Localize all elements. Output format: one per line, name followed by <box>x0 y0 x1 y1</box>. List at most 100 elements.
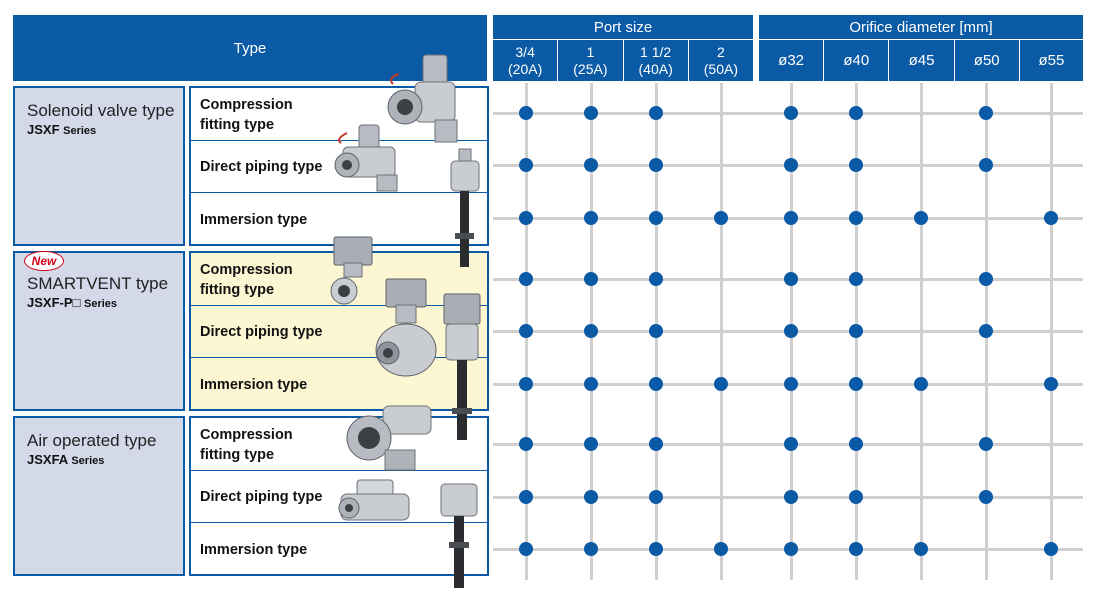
availability-dot <box>649 437 663 451</box>
port-size-columns: 3/4(20A) 1(25A) 1 1/2(40A) 2(50A) <box>493 40 753 81</box>
air-operated-compression-valve-image <box>346 405 432 471</box>
series-name: SMARTVENT type <box>27 274 169 293</box>
availability-dot <box>519 542 533 556</box>
availability-dot <box>649 377 663 391</box>
series-code: JSXF Series <box>27 122 97 137</box>
availability-dot <box>849 377 863 391</box>
orifice-col: ø50 <box>953 40 1019 81</box>
row-label: Immersion type <box>200 542 308 558</box>
availability-dot <box>649 272 663 286</box>
availability-dot <box>1044 377 1058 391</box>
availability-dot <box>649 106 663 120</box>
type-header-label: Type <box>233 39 267 57</box>
availability-dot <box>584 490 598 504</box>
new-badge: New <box>24 251 64 271</box>
availability-dot <box>649 542 663 556</box>
availability-dot <box>714 377 728 391</box>
availability-dot <box>784 490 798 504</box>
availability-dot <box>584 377 598 391</box>
availability-dot <box>649 324 663 338</box>
port-size-header: Port size <box>493 15 753 39</box>
series-box-smartvent: SMARTVENT type JSXF-P□ Series <box>13 251 185 411</box>
immersion-valve-image <box>450 148 480 267</box>
availability-dot <box>784 158 798 172</box>
compression-fitting-valve-image <box>387 54 458 143</box>
availability-dot <box>1044 211 1058 225</box>
availability-dot <box>1044 542 1058 556</box>
availability-dot <box>979 437 993 451</box>
series-name: Air operated type <box>27 431 157 450</box>
row-label: Direct piping type <box>200 324 323 340</box>
availability-dot <box>584 211 598 225</box>
availability-dot <box>849 324 863 338</box>
availability-dot <box>849 158 863 172</box>
availability-dot <box>849 490 863 504</box>
availability-dot <box>584 542 598 556</box>
availability-dot <box>519 272 533 286</box>
availability-dot <box>849 437 863 451</box>
air-operated-immersion-valve-image <box>440 483 478 588</box>
smartvent-compression-valve-image <box>330 236 373 305</box>
availability-dot <box>584 324 598 338</box>
port-size-title: Port size <box>593 18 653 36</box>
row-label: Direct piping type <box>200 489 323 505</box>
availability-dot <box>979 158 993 172</box>
orifice-col: ø55 <box>1018 40 1084 81</box>
availability-dot <box>649 490 663 504</box>
availability-dot <box>649 158 663 172</box>
availability-dot <box>519 377 533 391</box>
orifice-columns: ø32 ø40 ø45 ø50 ø55 <box>759 40 1084 81</box>
orifice-title: Orifice diameter [mm] <box>849 18 993 36</box>
availability-dot <box>584 437 598 451</box>
row-label: Direct piping type <box>200 159 323 175</box>
availability-dot <box>914 377 928 391</box>
availability-dot <box>979 490 993 504</box>
port-size-col: 3/4(20A) <box>493 40 558 81</box>
availability-dot <box>584 106 598 120</box>
availability-dot <box>519 211 533 225</box>
availability-dot <box>914 211 928 225</box>
series-box-solenoid: Solenoid valve type JSXF Series <box>13 86 185 246</box>
orifice-header: Orifice diameter [mm] <box>759 15 1083 39</box>
series-name: Solenoid valve type <box>27 101 175 120</box>
type-header: Type <box>13 15 487 81</box>
port-size-col: 1 1/2(40A) <box>622 40 688 81</box>
availability-dot <box>979 324 993 338</box>
port-size-col: 1(25A) <box>557 40 623 81</box>
smartvent-direct-piping-valve-image <box>375 278 437 377</box>
orifice-col: ø32 <box>759 40 824 81</box>
availability-dot <box>784 324 798 338</box>
air-operated-direct-piping-valve-image <box>338 479 410 521</box>
availability-dot <box>784 272 798 286</box>
availability-dot <box>979 106 993 120</box>
availability-dot <box>519 106 533 120</box>
availability-dot <box>784 437 798 451</box>
availability-dot <box>784 106 798 120</box>
availability-dot <box>519 490 533 504</box>
availability-dot <box>784 542 798 556</box>
series-code: JSXFA Series <box>27 452 105 467</box>
availability-dot <box>914 542 928 556</box>
availability-dot <box>849 272 863 286</box>
series-box-air-operated: Air operated type JSXFA Series <box>13 416 185 576</box>
smartvent-immersion-valve-image <box>443 293 481 440</box>
availability-dot <box>714 542 728 556</box>
series-code: JSXF-P□ Series <box>27 295 118 310</box>
availability-dot <box>714 211 728 225</box>
availability-dot <box>584 158 598 172</box>
availability-dot <box>584 272 598 286</box>
availability-dot <box>784 377 798 391</box>
availability-dot <box>649 211 663 225</box>
availability-dot <box>784 211 798 225</box>
port-size-col: 2(50A) <box>687 40 753 81</box>
availability-dot <box>849 542 863 556</box>
row-label: Immersion type <box>200 212 308 228</box>
availability-dot <box>519 324 533 338</box>
availability-dot <box>519 158 533 172</box>
availability-dot <box>849 211 863 225</box>
